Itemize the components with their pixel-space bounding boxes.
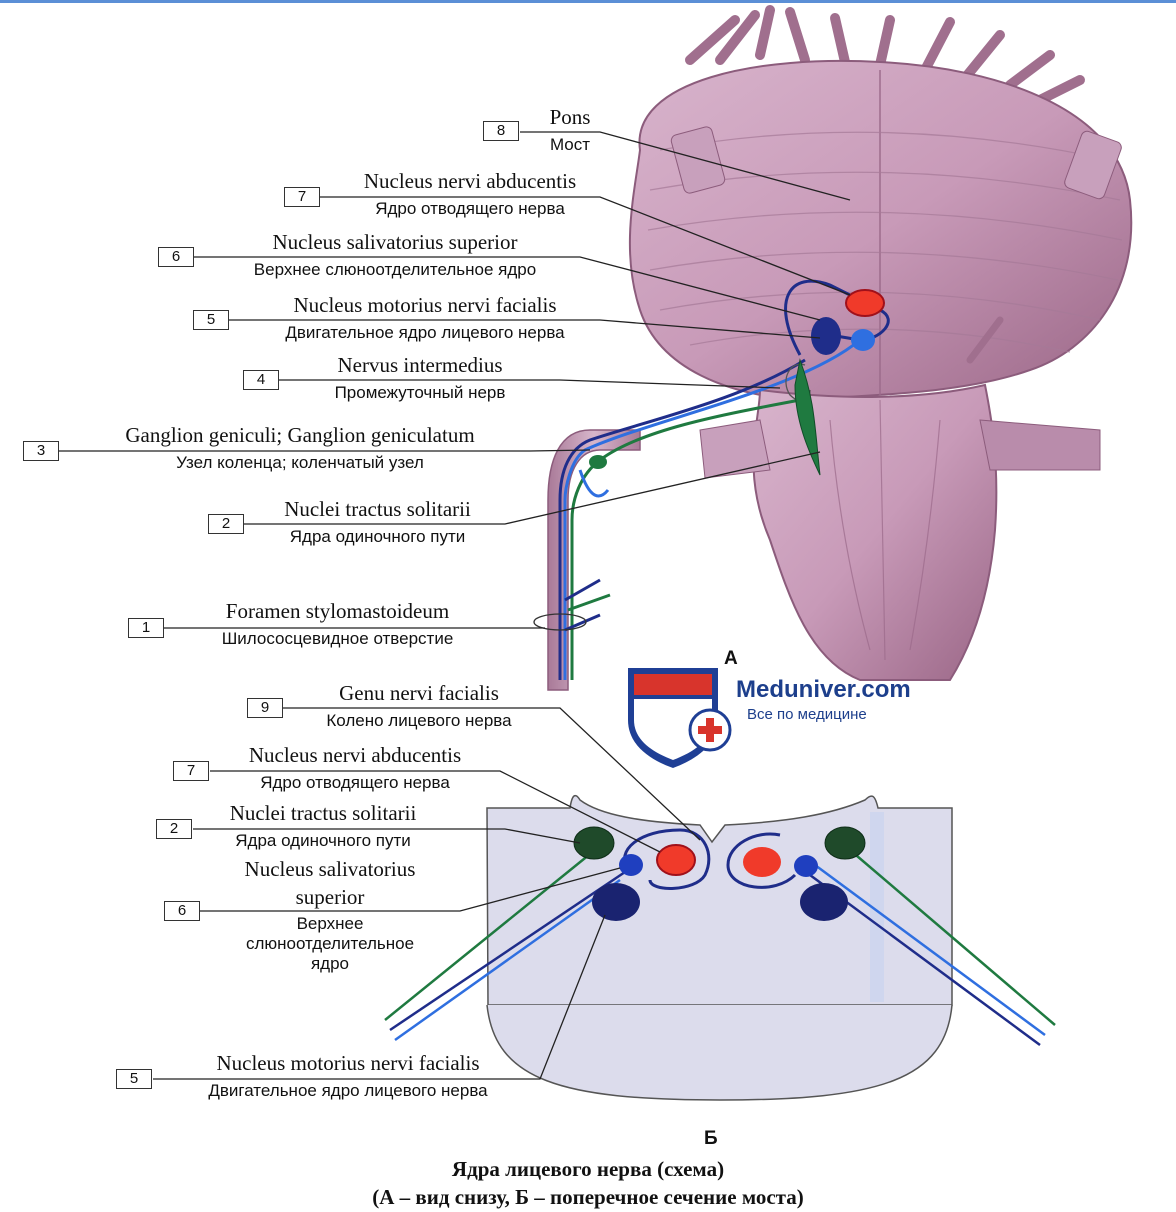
label-latin: Pons — [530, 105, 610, 130]
label-latin: Nucleus motorius nervi facialis — [230, 293, 620, 318]
label-number: 6 — [164, 901, 200, 921]
label-number: 7 — [173, 761, 209, 781]
label-russian: Верхнее слюноотделительное ядро — [195, 260, 595, 280]
label-russian-line2: слюноотделительное — [210, 934, 450, 954]
label-russian: Двигательное ядро лицевого нерва — [230, 323, 620, 343]
label-latin: Nucleus nervi abducentis — [320, 169, 620, 194]
label-latin: Foramen stylomastoideum — [165, 599, 510, 624]
label-latin: Nuclei tractus solitarii — [245, 497, 510, 522]
meduniver-logo-shield — [628, 668, 730, 768]
label-russian: Ядра одиночного пути — [245, 527, 510, 547]
label-number: 5 — [193, 310, 229, 330]
panel-label-a: А — [724, 648, 738, 670]
brainstem-view-a — [534, 10, 1131, 690]
label-latin: Genu nervi facialis — [284, 681, 554, 706]
label-number: 2 — [156, 819, 192, 839]
label-number: 7 — [284, 187, 320, 207]
label-latin: Nucleus salivatorius superior — [195, 230, 595, 255]
label-latin: Nucleus motorius nervi facialis — [153, 1051, 543, 1076]
label-russian: Колено лицевого нерва — [284, 711, 554, 731]
label-latin-line1: Nucleus salivatorius — [210, 857, 450, 882]
figure-caption-line1: Ядра лицевого нерва (схема) — [0, 1157, 1176, 1182]
label-number: 8 — [483, 121, 519, 141]
label-latin: Nuclei tractus solitarii — [193, 801, 453, 826]
label-number: 9 — [247, 698, 283, 718]
label-number: 2 — [208, 514, 244, 534]
panel-label-b: Б — [704, 1128, 718, 1150]
label-russian-line3: ядро — [210, 954, 450, 974]
label-russian: Ядро отводящего нерва — [320, 199, 620, 219]
label-russian: Ядро отводящего нерва — [210, 773, 500, 793]
logo-tagline: Все по медицине — [747, 706, 867, 723]
label-russian: Узел коленца; коленчатый узел — [60, 453, 540, 473]
logo-name: Meduniver.com — [736, 676, 911, 704]
label-latin: Nervus intermedius — [280, 353, 560, 378]
label-number: 5 — [116, 1069, 152, 1089]
label-russian-line1: Верхнее — [210, 914, 450, 934]
label-latin: Nucleus nervi abducentis — [210, 743, 500, 768]
label-number: 1 — [128, 618, 164, 638]
label-russian: Промежуточный нерв — [280, 383, 560, 403]
label-russian: Ядра одиночного пути — [193, 831, 453, 851]
label-latin-line2: superior — [210, 885, 450, 910]
label-russian: Двигательное ядро лицевого нерва — [153, 1081, 543, 1101]
label-latin: Ganglion geniculi; Ganglion geniculatum — [60, 423, 540, 448]
label-number: 6 — [158, 247, 194, 267]
label-russian: Шилососцевидное отверстие — [165, 629, 510, 649]
label-number: 3 — [23, 441, 59, 461]
figure-caption-line2: (А – вид снизу, Б – поперечное сечение м… — [0, 1185, 1176, 1210]
label-number: 4 — [243, 370, 279, 390]
label-russian: Мост — [530, 135, 610, 155]
